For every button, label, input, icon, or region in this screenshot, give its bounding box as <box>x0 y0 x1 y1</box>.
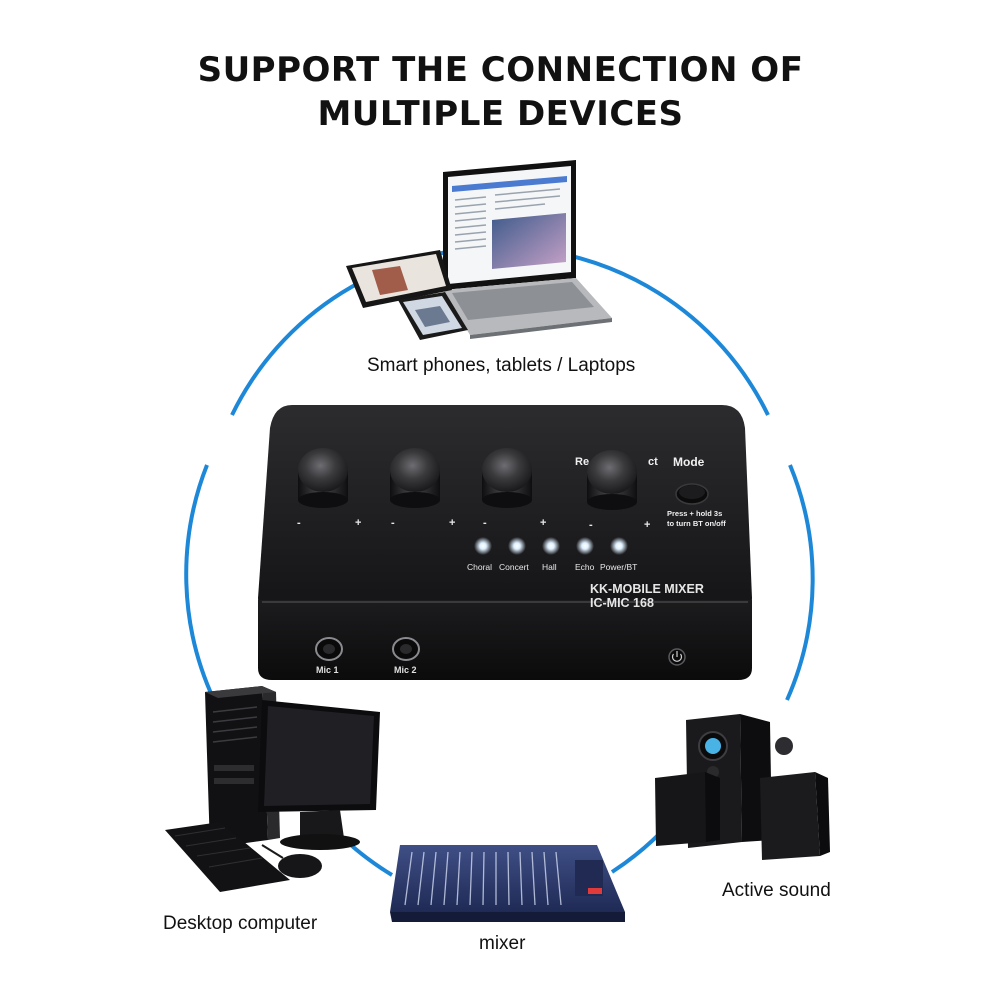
caption-active-sound: Active sound <box>722 880 831 901</box>
knob-1 <box>298 448 348 508</box>
knob-4-minus: - <box>589 519 593 531</box>
caption-smart-devices: Smart phones, tablets / Laptops <box>367 355 636 376</box>
headline-line-1: SUPPORT THE CONNECTION OF <box>197 50 804 90</box>
led-label-power-bt: Power/BT <box>600 562 637 572</box>
mixing-console-image <box>390 845 625 922</box>
mic-2-label: Mic 2 <box>394 665 417 675</box>
knob-4 <box>587 450 637 510</box>
headline: SUPPORT THE CONNECTION OF MULTIPLE DEVIC… <box>0 48 1001 136</box>
knob-3 <box>482 448 532 508</box>
caption-mixer: mixer <box>479 933 526 954</box>
knob-3-plus: + <box>540 517 546 529</box>
led-label-echo: Echo <box>575 562 595 572</box>
mic-1-label: Mic 1 <box>316 665 339 675</box>
knob-3-minus: - <box>483 517 487 529</box>
knob-1-minus: - <box>297 517 301 529</box>
knob-header-left: Re <box>575 456 589 468</box>
knob-2-minus: - <box>391 517 395 529</box>
led-concert <box>508 537 526 555</box>
led-label-hall: Hall <box>542 562 557 572</box>
led-power-bt <box>610 537 628 555</box>
knob-4-plus: + <box>644 519 650 531</box>
desktop-computer-image <box>165 686 380 892</box>
mode-hint-line-1: Press + hold 3s <box>667 509 722 518</box>
led-hall <box>542 537 560 555</box>
headline-line-2: MULTIPLE DEVICES <box>317 94 684 134</box>
knob-2 <box>390 448 440 508</box>
active-speakers-image <box>655 714 830 860</box>
mode-hint-line-2: to turn BT on/off <box>667 519 726 528</box>
mic-1-jack[interactable] <box>315 637 343 661</box>
knob-1-plus: + <box>355 517 361 529</box>
led-choral <box>474 537 492 555</box>
led-label-concert: Concert <box>499 562 529 572</box>
laptop-tablet-phone-image <box>346 160 612 340</box>
led-indicators <box>474 537 628 555</box>
caption-desktop-computer: Desktop computer <box>163 913 318 934</box>
mode-label: Mode <box>673 455 705 469</box>
power-icon[interactable] <box>668 648 686 666</box>
model-line-2: IC-MIC 168 <box>590 596 654 610</box>
mode-button[interactable] <box>675 483 709 505</box>
led-echo <box>576 537 594 555</box>
knob-2-plus: + <box>449 517 455 529</box>
knob-header-right: ct <box>648 456 658 468</box>
led-label-choral: Choral <box>467 562 492 572</box>
model-line-1: KK-MOBILE MIXER <box>590 582 704 596</box>
mic-2-jack[interactable] <box>392 637 420 661</box>
